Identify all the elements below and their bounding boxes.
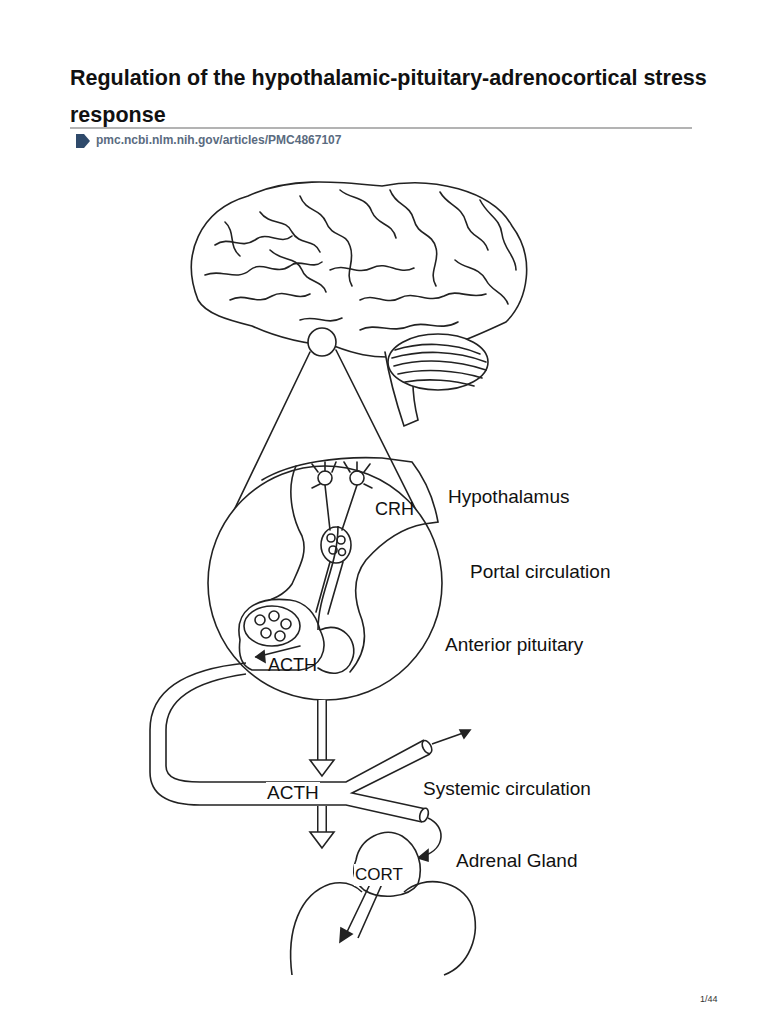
drawing-stroke <box>360 322 458 330</box>
flow-connector <box>310 806 334 848</box>
drawing-stroke <box>261 628 271 638</box>
drawing-stroke <box>388 334 488 390</box>
drawing-stroke <box>316 562 343 614</box>
drawing-stroke <box>291 883 362 975</box>
connector-line <box>319 700 326 760</box>
drawing-stroke <box>318 471 332 485</box>
text-label: pmc.ncbi.nlm.nih.gov/articles/PMC4867107 <box>96 133 341 147</box>
drawing-stroke <box>150 663 422 822</box>
drawing-stroke <box>405 380 474 386</box>
drawing-stroke <box>269 611 279 621</box>
edge-label: Portal circulation <box>470 561 610 583</box>
drawing-stroke <box>418 807 430 823</box>
drawing-stroke <box>275 631 285 641</box>
drawing-stroke <box>337 536 345 544</box>
drawing-stroke <box>339 549 346 556</box>
adrenal-kidney-drawing <box>291 832 476 975</box>
hormone-label: CORT <box>354 864 404 886</box>
drawing-stroke <box>260 212 320 252</box>
text-label: 1/44 <box>700 994 718 1004</box>
drawing-stroke <box>255 615 265 625</box>
drawing-stroke <box>480 200 516 270</box>
flow-connector <box>318 526 338 630</box>
drawing-stroke <box>455 260 508 304</box>
structure-label: Systemic circulation <box>423 778 591 800</box>
title-rule <box>70 128 692 148</box>
drawing-stroke <box>329 546 337 554</box>
arrow-head <box>310 760 334 776</box>
drawing-stroke <box>321 527 351 563</box>
hormone-label: ACTH <box>268 654 317 676</box>
drawing-stroke <box>244 606 300 646</box>
drawing-stroke <box>325 485 357 530</box>
flow-connector <box>310 700 334 776</box>
drawing-stroke <box>460 730 470 738</box>
drawing-stroke <box>308 328 336 356</box>
drawing-stroke <box>390 190 437 286</box>
drawing-stroke <box>330 266 414 271</box>
connector-line <box>318 526 338 630</box>
drawing-stroke <box>360 293 486 300</box>
drawing-stroke <box>225 222 240 256</box>
drawing-stroke <box>420 739 434 755</box>
drawing-stroke <box>398 371 482 378</box>
drawing-stroke <box>270 250 326 292</box>
drawing-stroke <box>205 262 322 275</box>
arrow-head <box>310 832 334 848</box>
drawing-stroke <box>191 182 526 357</box>
drawing-stroke <box>394 361 486 370</box>
drawing-stroke <box>258 466 304 604</box>
drawing-stroke <box>340 190 396 238</box>
drawing-stroke <box>318 627 354 673</box>
connector-line <box>319 806 326 832</box>
drawing-stroke <box>312 462 372 488</box>
drawing-stroke <box>230 293 310 300</box>
structure-label: Anterior pituitary <box>445 634 583 656</box>
hormone-label: CRH <box>375 498 414 520</box>
blood-vessel <box>150 663 470 861</box>
systemic-vessel: ACTH Systemic circulation <box>262 776 614 806</box>
hormone-label: ACTH <box>266 782 320 804</box>
drawing-stroke <box>352 754 430 809</box>
pituitary-region: ACTH Anterior pituitary <box>240 630 602 700</box>
drawing-stroke <box>300 318 342 321</box>
adrenal-gland: CORT Adrenal Gland <box>300 848 600 888</box>
connector-line <box>317 806 327 832</box>
drawing-stroke <box>215 236 292 245</box>
structure-label: Adrenal Gland <box>456 850 577 872</box>
drawing-stroke <box>300 196 352 286</box>
connector-line <box>317 700 327 760</box>
drawing-stroke <box>256 651 265 662</box>
drawing-stroke <box>76 134 90 148</box>
drawing-stroke <box>432 732 466 744</box>
drawing-stroke <box>166 674 424 782</box>
drawing-stroke <box>208 466 442 700</box>
hypothalamus-region: CRH Hypothalamus <box>300 486 597 526</box>
drawing-stroke <box>340 928 352 942</box>
drawing-stroke <box>281 619 291 629</box>
drawing-stroke <box>70 127 692 129</box>
drawing-stroke <box>350 471 364 485</box>
drawing-stroke <box>404 882 475 975</box>
drawing-stroke <box>327 534 335 542</box>
structure-label: Hypothalamus <box>448 486 569 508</box>
page-title: Regulation of the hypothalamic-pituitary… <box>70 60 710 134</box>
drawing-stroke <box>346 880 382 938</box>
